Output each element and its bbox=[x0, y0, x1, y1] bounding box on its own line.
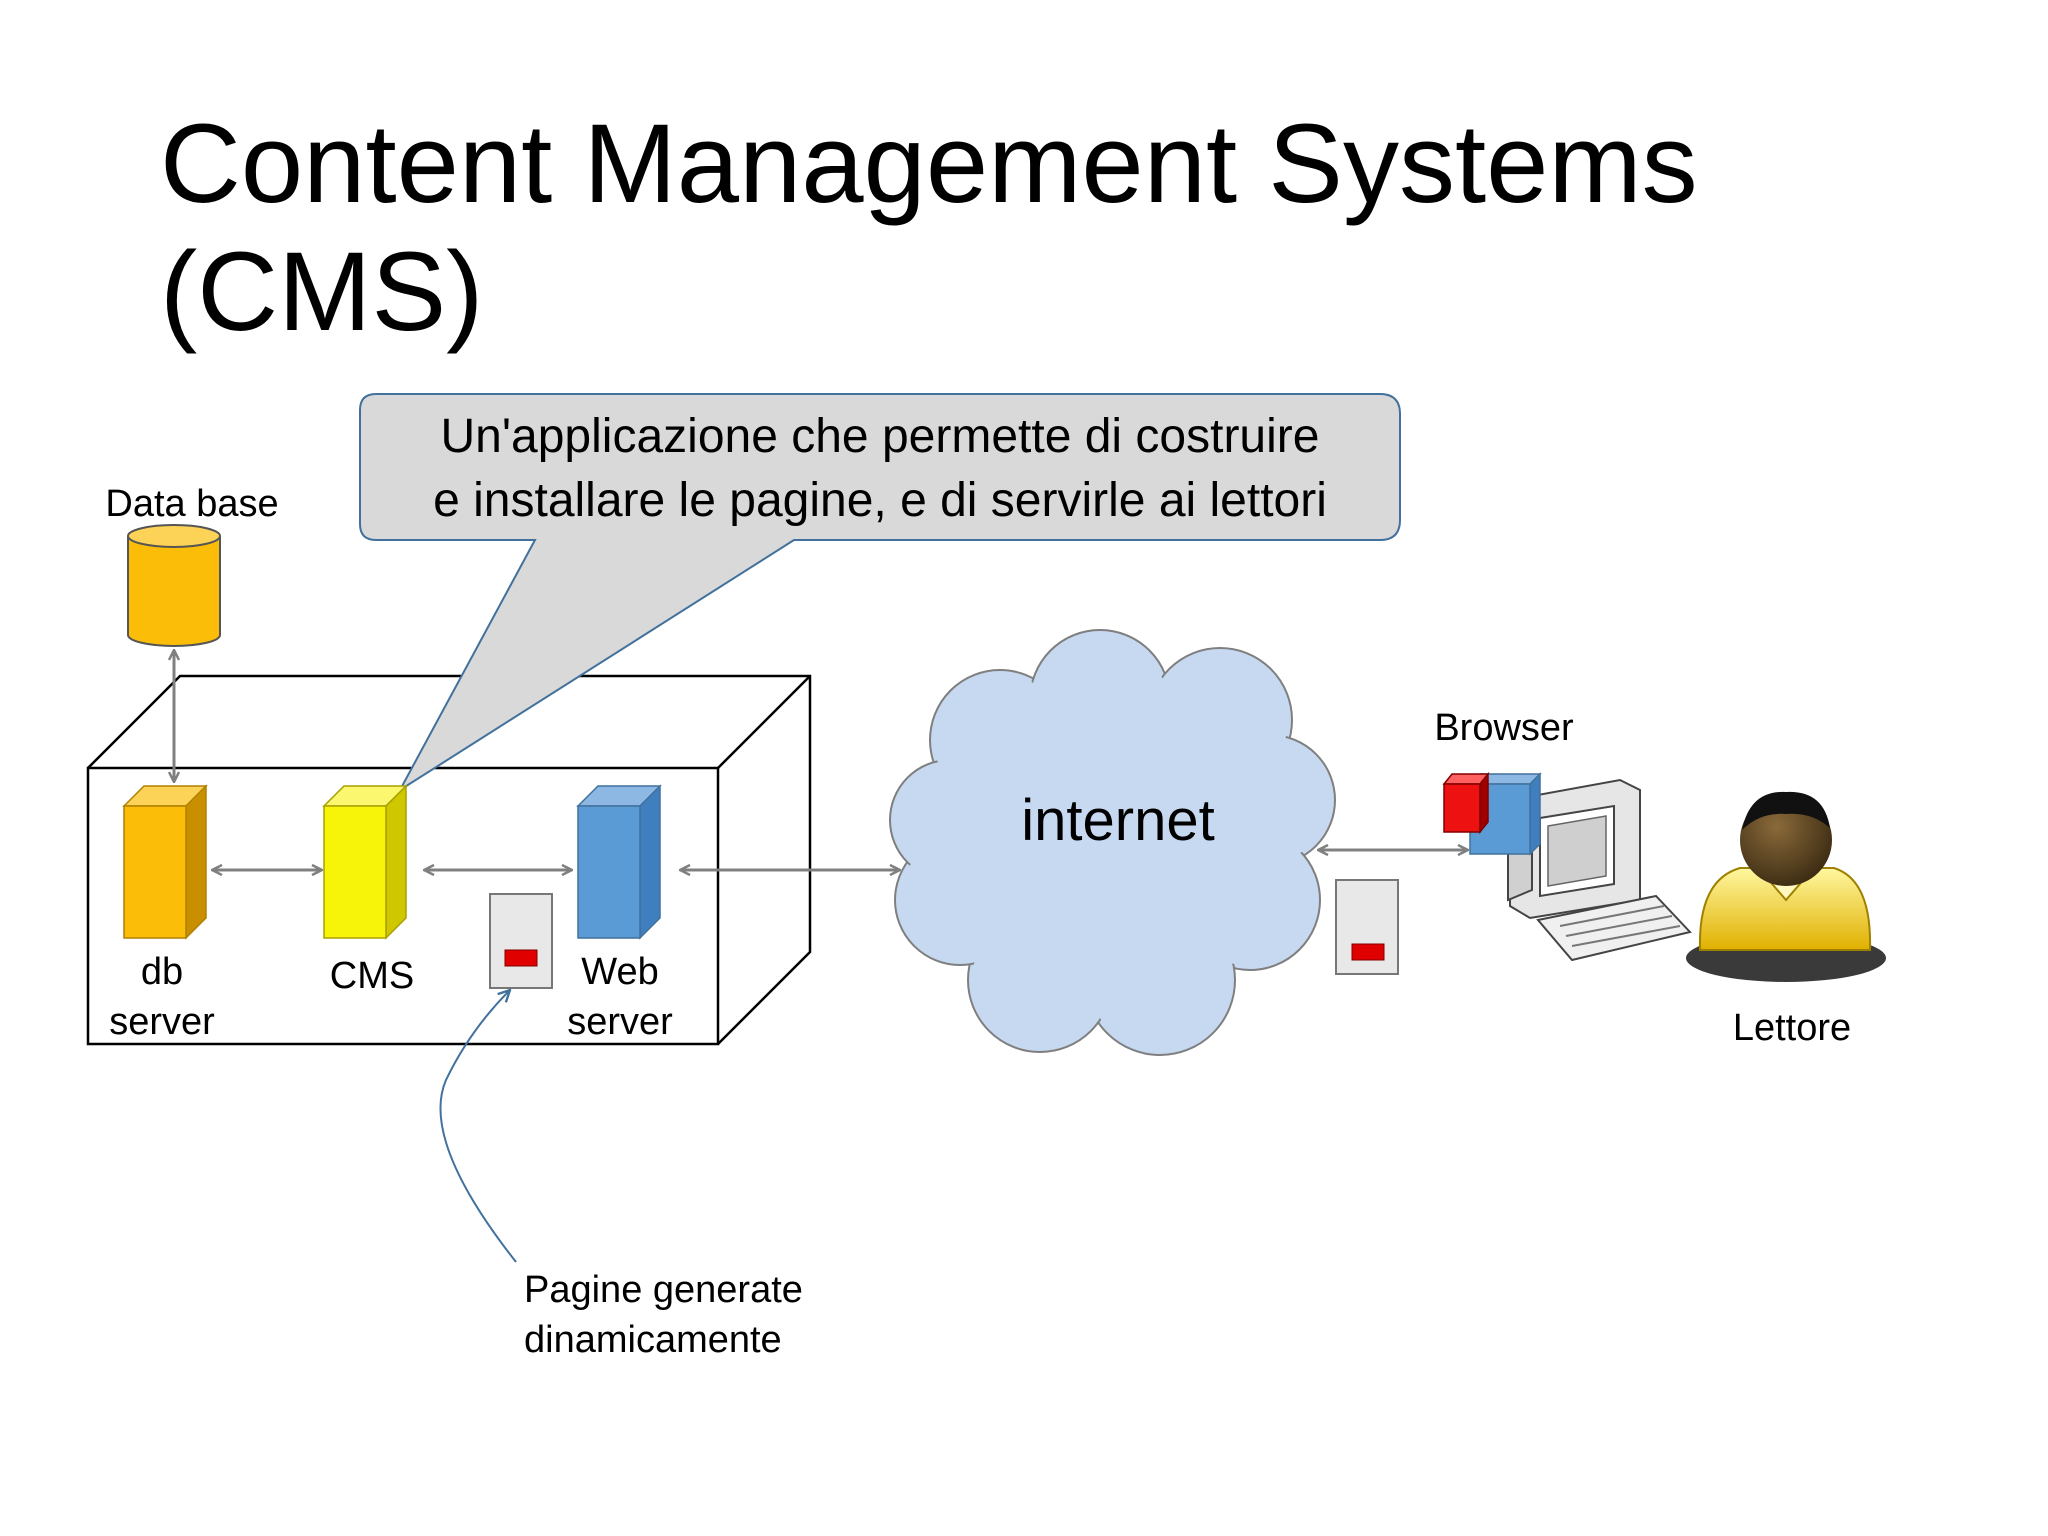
db-server-label-line-2: server bbox=[109, 1001, 215, 1043]
web-server-label-line-1: Web bbox=[581, 951, 658, 993]
reader-person-icon bbox=[1686, 791, 1886, 982]
transit-page-icon bbox=[1335, 879, 1399, 975]
reader-label: Lettore bbox=[1733, 1007, 1851, 1049]
web-server-label-line-2: server bbox=[567, 1001, 673, 1043]
database-cylinder-icon bbox=[127, 524, 221, 647]
slide-title-line-1: Content Management Systems bbox=[160, 101, 1698, 226]
db-server-label-line-1: db bbox=[141, 951, 183, 993]
cms-server-icon bbox=[322, 784, 408, 940]
slide-title-line-2: (CMS) bbox=[160, 229, 484, 354]
pages-label-line-2: dinamicamente bbox=[524, 1319, 782, 1361]
pages-pointer-arrow bbox=[439, 990, 517, 1263]
browser-label: Browser bbox=[1434, 707, 1574, 749]
pages-label-line-1: Pagine generate bbox=[524, 1269, 803, 1311]
callout-line-2: e installare le pagine, e di servirle ai… bbox=[433, 474, 1327, 527]
generated-page-icon bbox=[489, 893, 553, 989]
internet-label: internet bbox=[1021, 788, 1214, 853]
internet-cloud-icon bbox=[889, 629, 1336, 1056]
database-label: Data base bbox=[105, 483, 278, 525]
callout-line-1: Un'applicazione che permette di costruir… bbox=[441, 410, 1320, 463]
web-server-icon bbox=[576, 784, 662, 940]
callout-bubble: Un'applicazione che permette di costruir… bbox=[359, 393, 1401, 793]
db-server-icon bbox=[122, 784, 208, 940]
cms-label: CMS bbox=[330, 955, 414, 997]
slide-title: Content Management Systems (CMS) bbox=[160, 100, 1960, 356]
browser-windows-icon bbox=[1442, 771, 1542, 856]
